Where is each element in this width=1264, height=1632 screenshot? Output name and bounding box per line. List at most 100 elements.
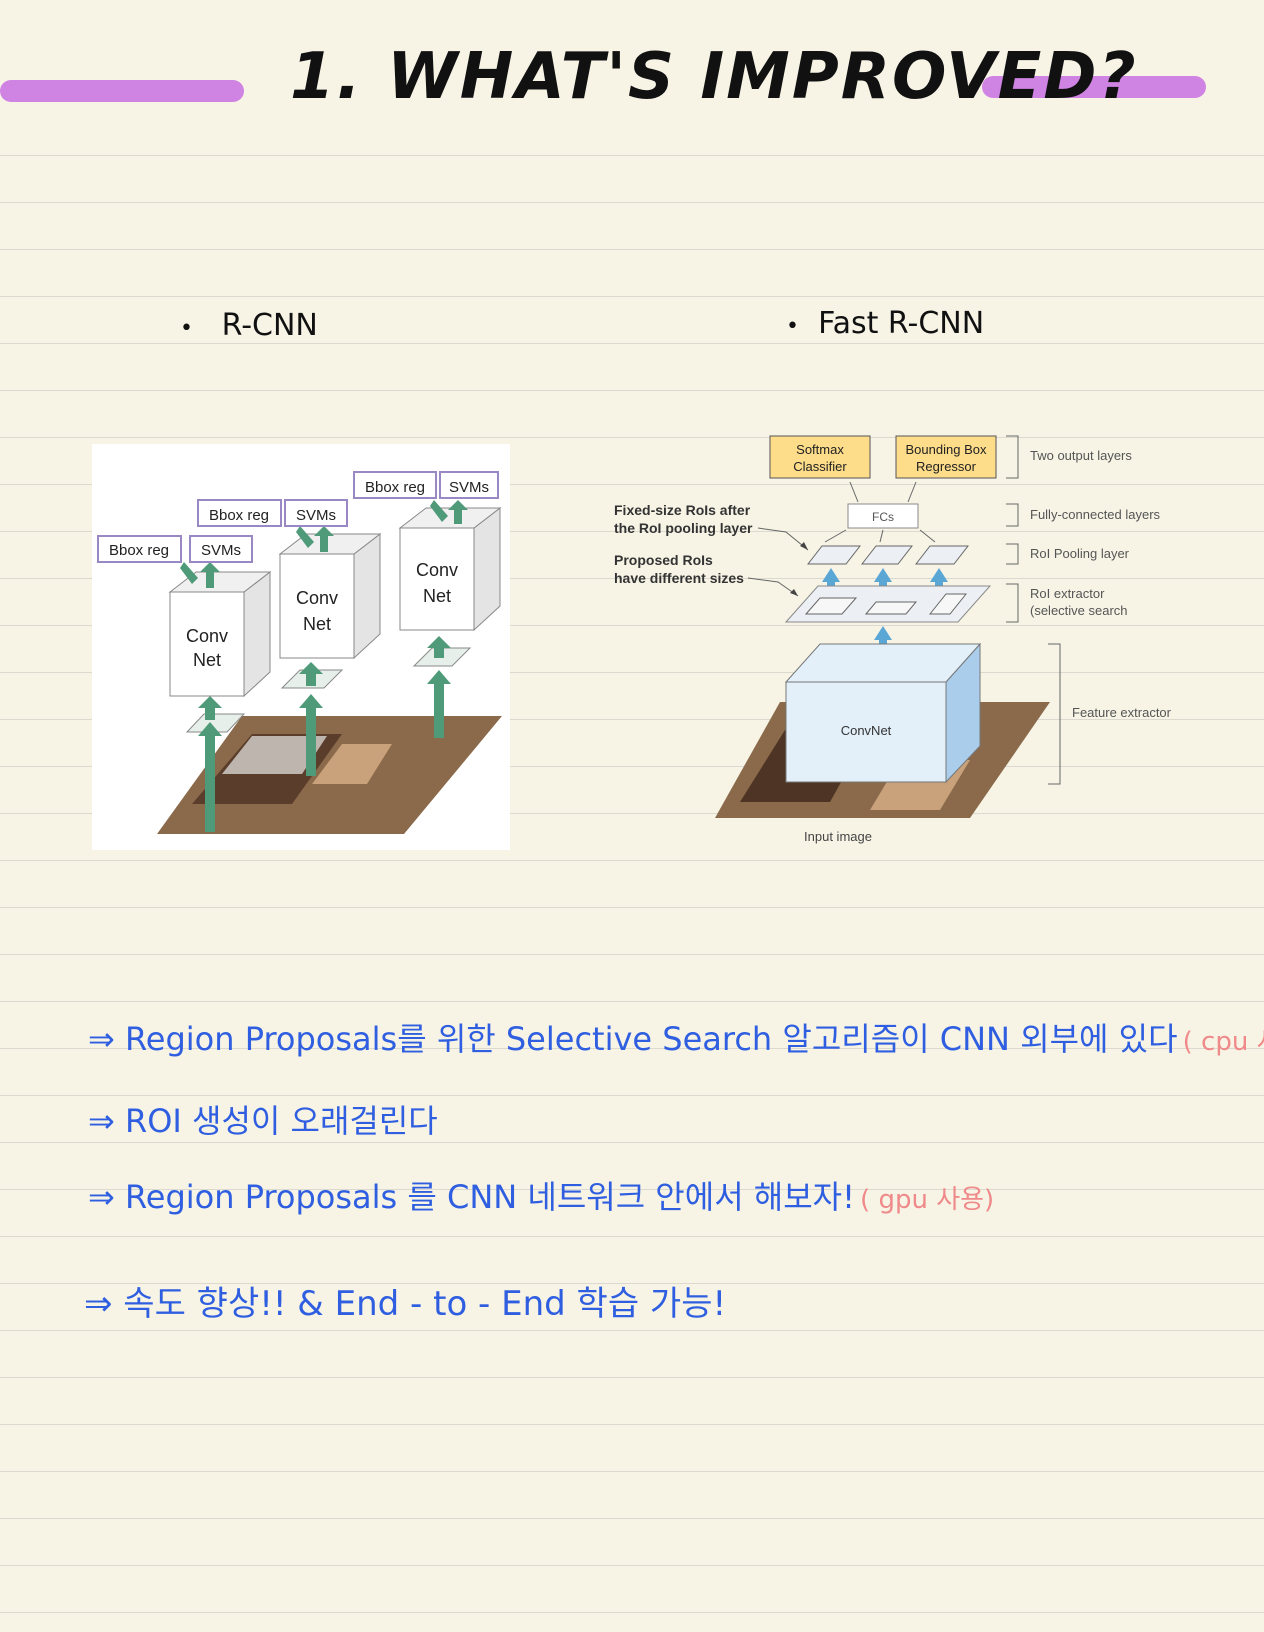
proposed-rois-note: have different sizes bbox=[614, 570, 744, 586]
convnet-box-front bbox=[169, 591, 245, 697]
ruled-line bbox=[0, 1048, 1264, 1049]
arrow-shaft bbox=[205, 734, 215, 832]
ruled-line bbox=[0, 625, 1264, 626]
ruled-line bbox=[0, 249, 1264, 250]
ruled-line bbox=[0, 1330, 1264, 1331]
arrow-head bbox=[427, 670, 451, 684]
rcnn-column-1: Conv Net Bbox reg SVMs bbox=[97, 535, 272, 832]
convnet-label: Net bbox=[193, 650, 221, 670]
fast-rcnn-diagram-svg: Softmax Classifier Bounding Box Regresso… bbox=[614, 435, 1172, 844]
arrow-head bbox=[299, 662, 323, 674]
annotation-arrowhead bbox=[790, 589, 798, 596]
convnet-box-side bbox=[353, 532, 381, 660]
arrow-head bbox=[200, 562, 220, 572]
convnet-box-side bbox=[243, 570, 271, 698]
bbox-reg-box bbox=[197, 499, 282, 527]
bbox-reg-box bbox=[97, 535, 182, 563]
pooled-roi bbox=[806, 545, 862, 565]
ruled-line bbox=[0, 1377, 1264, 1378]
title-accent-left bbox=[0, 80, 244, 102]
note-aside: ( gpu 사용) bbox=[860, 1185, 995, 1215]
arrow-head bbox=[874, 568, 892, 582]
convnet-box-side bbox=[473, 506, 501, 632]
note-2: ⇒ ROI 생성이 오래걸린다 bbox=[88, 1096, 438, 1142]
arrow-shaft bbox=[206, 568, 214, 588]
note-text: ⇒ 속도 향상!! & End - to - End 학습 가능! bbox=[84, 1284, 727, 1324]
arrow-shaft bbox=[296, 526, 314, 548]
convnet-label: Conv bbox=[186, 626, 228, 646]
connector-line bbox=[907, 481, 917, 503]
ruled-line bbox=[0, 343, 1264, 344]
title-accent-right bbox=[982, 76, 1206, 98]
roi-pooling-label: RoI Pooling layer bbox=[1030, 546, 1130, 561]
convnet-label: ConvNet bbox=[841, 723, 892, 738]
softmax-label: Softmax bbox=[796, 442, 844, 457]
layer-bracket bbox=[1006, 583, 1019, 623]
arrow-head bbox=[198, 696, 222, 708]
arrow-head bbox=[314, 526, 334, 536]
layer-bracket bbox=[1048, 643, 1061, 785]
pooled-roi bbox=[914, 545, 970, 565]
ruled-line bbox=[0, 1518, 1264, 1519]
proposed-roi bbox=[804, 597, 858, 615]
arrow-shaft bbox=[205, 706, 215, 720]
bullet-dot: • bbox=[180, 316, 193, 341]
input-image-label: Input image bbox=[804, 829, 872, 844]
connector-line bbox=[849, 481, 859, 503]
connector-line bbox=[919, 529, 936, 543]
fast-rcnn-heading: Fast R-CNN bbox=[818, 306, 985, 341]
arrow-shaft bbox=[306, 706, 316, 776]
ruled-line bbox=[0, 1424, 1264, 1425]
ruled-line bbox=[0, 484, 1264, 485]
arrow-shaft bbox=[454, 506, 462, 524]
proposed-roi bbox=[928, 593, 968, 615]
convnet-label: Net bbox=[303, 614, 331, 634]
fixed-rois-note: Fixed-size RoIs after bbox=[614, 502, 751, 518]
fcs-box bbox=[847, 503, 919, 529]
bbox-reg-box bbox=[353, 471, 437, 499]
layer-bracket bbox=[1006, 503, 1019, 527]
bbox-reg-label: Bbox reg bbox=[109, 542, 169, 559]
arrow-head bbox=[299, 694, 323, 708]
arrow-shaft bbox=[434, 682, 444, 738]
ruled-line bbox=[0, 1612, 1264, 1613]
annotation-pointer bbox=[747, 577, 799, 597]
fcs-label: FCs bbox=[872, 510, 894, 524]
convnet-box-front bbox=[399, 527, 475, 631]
left-heading: • R-CNN bbox=[180, 308, 318, 343]
bullet-dot: • bbox=[786, 314, 799, 339]
connector-line bbox=[879, 529, 884, 543]
image-region-light bbox=[312, 744, 392, 784]
softmax-box bbox=[769, 435, 871, 479]
ruled-line bbox=[0, 813, 1264, 814]
ruled-line bbox=[0, 1189, 1264, 1190]
note-text: ⇒ Region Proposals를 위한 Selective Search … bbox=[88, 1020, 1178, 1058]
arrow-shaft bbox=[180, 562, 198, 584]
arrow-head bbox=[822, 568, 840, 582]
arrow-head bbox=[930, 568, 948, 582]
svms-label: SVMs bbox=[201, 542, 241, 559]
ruled-line bbox=[0, 672, 1264, 673]
rcnn-heading: R-CNN bbox=[221, 308, 318, 343]
ruled-line bbox=[0, 954, 1264, 955]
region-overlay bbox=[222, 736, 327, 774]
ruled-line bbox=[0, 202, 1264, 203]
bbox-reg-label: Bbox reg bbox=[365, 479, 425, 496]
fast-rcnn-diagram: Softmax Classifier Bounding Box Regresso… bbox=[610, 430, 1190, 856]
bbox-regressor-label: Bounding Box bbox=[906, 442, 987, 457]
ruled-line bbox=[0, 1565, 1264, 1566]
feature-extractor-label: Feature extractor bbox=[1072, 705, 1172, 720]
arrow-shaft bbox=[306, 672, 316, 686]
proposed-rois-note: Proposed RoIs bbox=[614, 552, 713, 568]
ruled-line bbox=[0, 390, 1264, 391]
rcnn-column-3: Conv Net Bbox reg SVMs bbox=[353, 471, 502, 738]
ruled-line bbox=[0, 1471, 1264, 1472]
ruled-line bbox=[0, 531, 1264, 532]
right-heading: • Fast R-CNN bbox=[786, 306, 984, 341]
svms-box bbox=[189, 535, 253, 563]
ruled-line bbox=[0, 907, 1264, 908]
bbox-reg-label: Bbox reg bbox=[209, 507, 269, 524]
note-text: ⇒ Region Proposals 를 CNN 네트워크 안에서 해보자! bbox=[88, 1178, 855, 1216]
svms-label: SVMs bbox=[296, 507, 336, 524]
